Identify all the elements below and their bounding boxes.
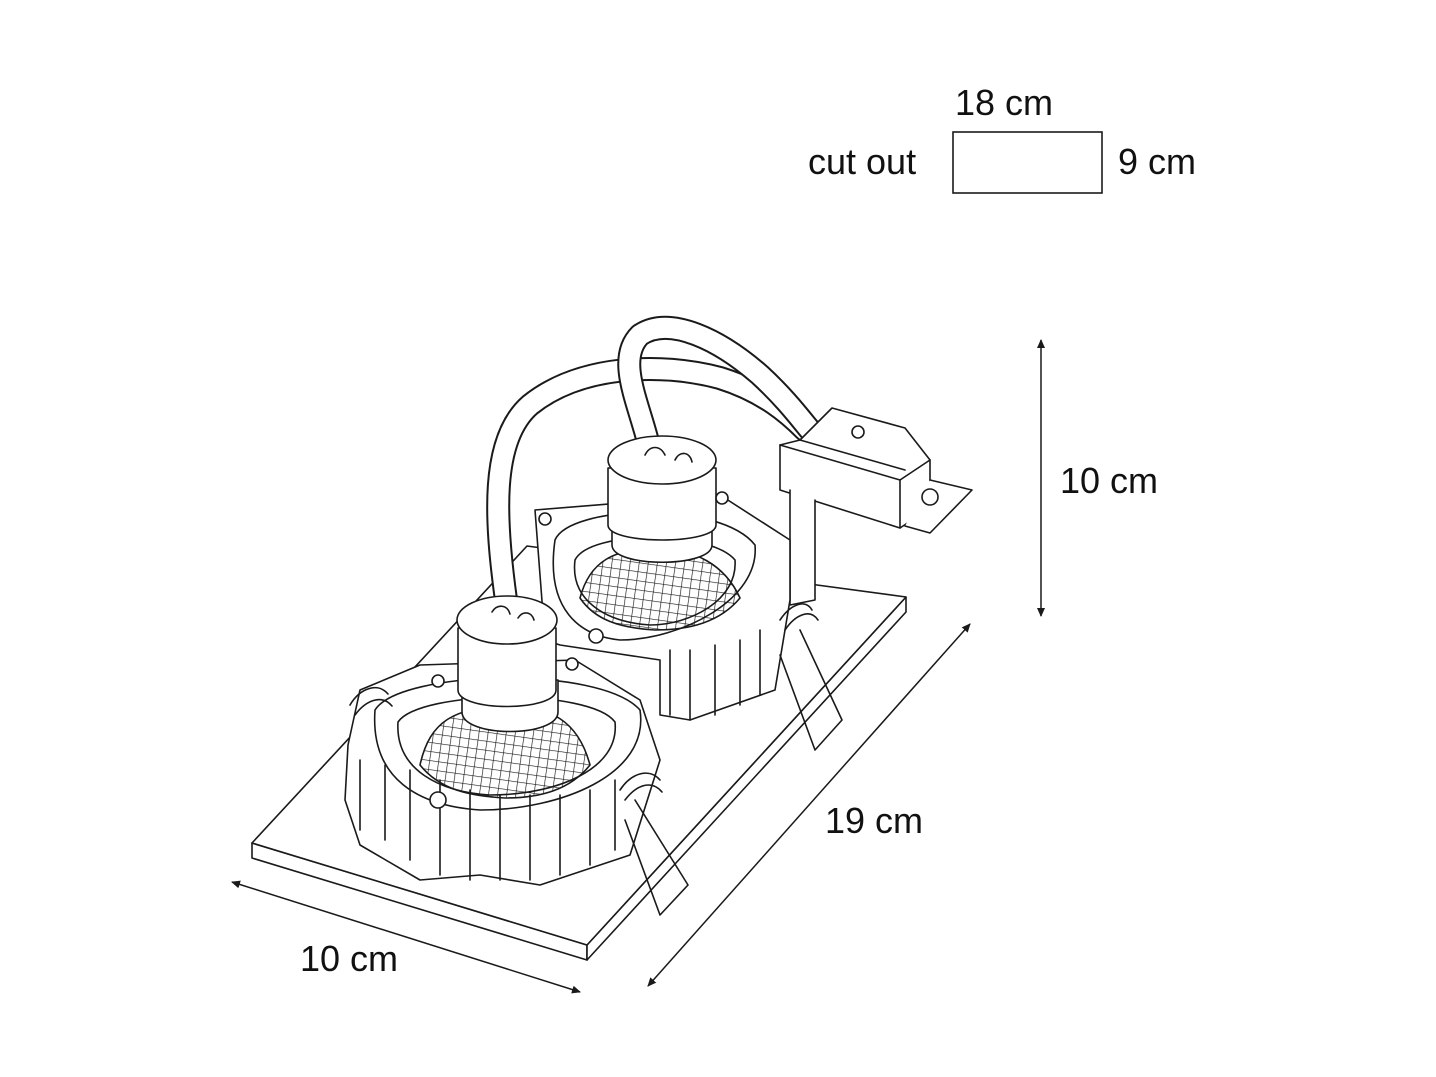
- length-arrow: [647, 623, 971, 987]
- width-arrow: [231, 880, 581, 994]
- cutout-label: cut out: [808, 141, 916, 182]
- driver-box: [779, 407, 973, 606]
- dimension-arrows: [231, 339, 1045, 994]
- front-bulb: [419, 595, 591, 799]
- cutout-width-label: 18 cm: [955, 82, 1053, 123]
- cutout-height-label: 9 cm: [1118, 141, 1196, 182]
- rear-springs: [538, 491, 843, 751]
- height-dimension-label: 10 cm: [1060, 460, 1158, 501]
- cables: [486, 315, 822, 612]
- length-dimension-label: 19 cm: [825, 800, 923, 841]
- cutout-legend: 18 cm cut out 9 cm: [808, 82, 1196, 194]
- width-dimension-label: 10 cm: [300, 938, 398, 979]
- front-springs: [349, 657, 689, 916]
- rear-bulb: [579, 435, 741, 631]
- cutout-rectangle: [952, 131, 1103, 194]
- fixture-drawing: [251, 315, 973, 961]
